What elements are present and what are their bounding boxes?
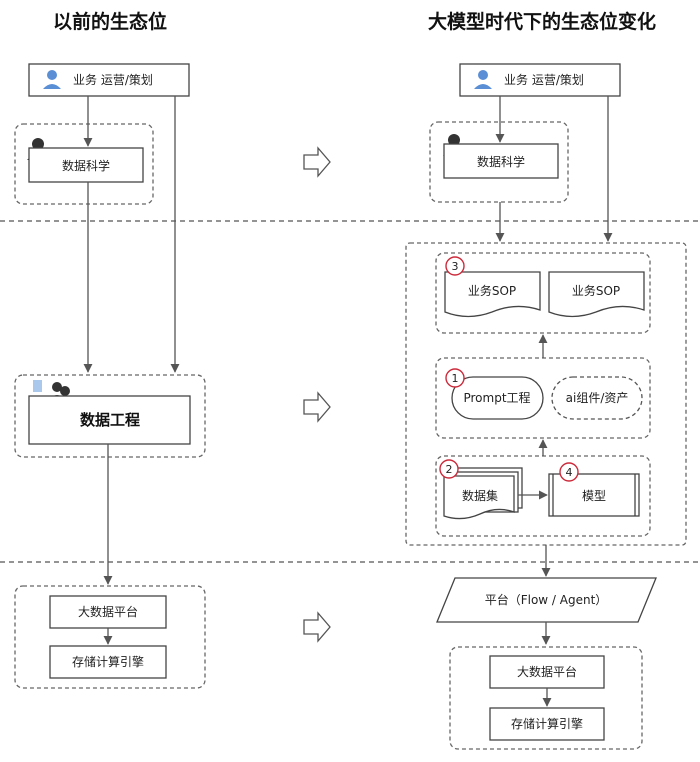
badge-1: 1 [445, 368, 465, 388]
dataset-stack [443, 467, 523, 520]
platform-flow-agent-box [436, 577, 657, 623]
business-label-after: 业务 运营/策划 [504, 72, 584, 87]
prompt-engineering-label: Prompt工程 [463, 390, 530, 405]
sop-label-1: 业务SOP [468, 283, 516, 298]
storage-engine-label-after: 存储计算引擎 [511, 716, 583, 731]
big-data-platform-label-after: 大数据平台 [517, 664, 577, 679]
platform-group-after [449, 646, 643, 750]
data-engineering-group-before [14, 374, 206, 458]
model-box [548, 473, 640, 517]
data-science-box-before [28, 147, 144, 183]
hollow-right-arrow-icon [303, 146, 331, 178]
sop-doc-2 [548, 271, 645, 318]
dataset-label: 数据集 [462, 488, 498, 503]
big-data-platform-box-before [49, 595, 167, 629]
title-after: 大模型时代下的生态位变化 [428, 10, 656, 33]
platform-flow-agent-label: 平台（Flow / Agent） [485, 592, 608, 607]
business-box-after [459, 63, 621, 97]
prompt-engineering-box [451, 376, 544, 420]
data-science-label-before: 数据科学 [62, 158, 110, 173]
sop-doc-1 [444, 271, 541, 318]
model-label: 模型 [582, 489, 606, 503]
storage-engine-label-before: 存储计算引擎 [72, 654, 144, 669]
badge-2: 2 [439, 459, 459, 479]
storage-engine-box-before [49, 645, 167, 679]
big-data-platform-box-after [489, 655, 605, 689]
ai-components-box [551, 376, 643, 420]
storage-engine-box-after [489, 707, 605, 741]
svg-text:1: 1 [452, 372, 459, 385]
badge-3: 3 [445, 256, 465, 276]
svg-text:4: 4 [566, 466, 573, 479]
data-engineering-label-before: 数据工程 [80, 411, 140, 429]
platform-group-before [14, 585, 206, 689]
business-label-before: 业务 运营/策划 [73, 72, 153, 87]
svg-text:2: 2 [446, 463, 453, 476]
svg-text:3: 3 [452, 260, 459, 273]
person-icon [474, 70, 492, 89]
data-science-box-after [443, 143, 559, 179]
title-before: 以前的生态位 [53, 10, 167, 33]
big-data-platform-label-before: 大数据平台 [78, 604, 138, 619]
sop-label-2: 业务SOP [572, 283, 620, 298]
data-engineering-box-before [28, 395, 191, 445]
data-science-label-after: 数据科学 [477, 154, 525, 169]
person-icon [43, 70, 61, 89]
badge-4: 4 [559, 462, 579, 482]
hollow-right-arrow-icon [303, 391, 331, 423]
business-box-before [28, 63, 190, 97]
hollow-right-arrow-icon [303, 611, 331, 643]
sop-group [435, 252, 651, 334]
ai-components-label: ai组件/资产 [566, 391, 629, 405]
